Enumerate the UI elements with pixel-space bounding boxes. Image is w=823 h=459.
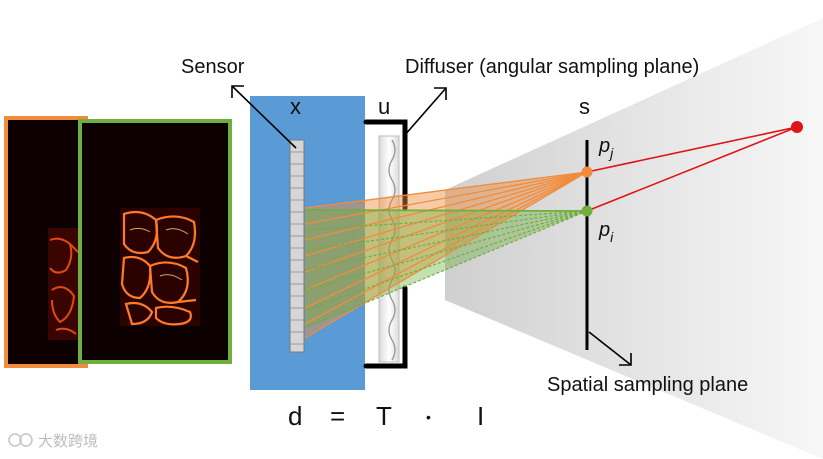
orange-ray [304,171,588,241]
equation-dot: • [426,409,431,425]
back-image-frame [4,116,88,368]
green-ray [304,210,588,251]
point-pi [581,205,593,217]
green-ray [304,210,588,231]
orange-ray [304,171,588,273]
equation-I: I [477,401,484,431]
orange-ray [304,171,588,225]
green-ray [304,210,588,291]
object-rays [586,126,798,212]
diffuser-bracket-bottom [363,285,408,369]
diffuser [363,119,408,369]
orange-ray [304,171,588,209]
equation-d: d [288,401,302,431]
equation-equals: = [330,401,345,431]
orange-ray [304,171,588,339]
spatial-plane-label: Spatial sampling plane [547,374,748,396]
green-ray [304,210,588,271]
s-axis-label: s [579,94,590,119]
orange-ray [304,171,588,325]
watermark-logo-icon [8,433,22,447]
equation: d = T • I [288,401,484,431]
green-ray-top [304,209,588,212]
orange-ray [304,171,588,309]
sensor-block [250,96,365,390]
light-cone [445,18,823,459]
diffuser-pointer-arrow [403,87,447,137]
pj-label: pj [598,135,614,161]
orange-ray [304,171,588,257]
sensor-label: Sensor [181,56,245,78]
watermark-text: 大数跨境 [38,432,98,450]
sensor-pixel-array [289,139,305,353]
diffuser-bracket-top [363,119,408,211]
watermark: 大数跨境 [8,432,98,450]
point-pj [581,166,593,178]
sensor-pointer-arrow [231,85,297,149]
u-axis-label: u [378,94,390,119]
x-axis-label: x [290,94,301,119]
ray-bundle [304,171,588,339]
object-point [791,121,803,133]
green-ray [304,210,588,329]
pointer-arrows [231,85,632,366]
diffuser-label: Diffuser (angular sampling plane) [405,56,699,78]
pi-label: pi [598,219,614,245]
cell-texture [120,210,199,326]
back-cell-texture [48,228,79,340]
spatial-plane-pointer-arrow [588,331,632,366]
front-image-frame [78,119,232,364]
diffuser-texture [388,139,396,361]
equation-T: T [376,401,392,431]
